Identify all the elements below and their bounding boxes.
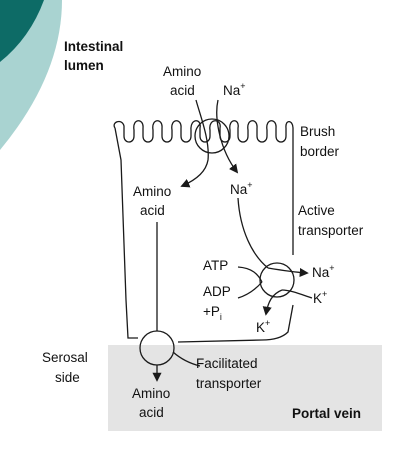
- label-amino-acid-cell: Amino acid: [133, 184, 171, 218]
- cell-membrane: [113, 120, 294, 343]
- amino-acid-entry-arrow: [180, 99, 209, 188]
- sodium-pump-out-arrow: [267, 267, 309, 278]
- potassium-in-line: [281, 289, 313, 299]
- label-sodium-cell: Na+: [230, 180, 253, 197]
- svg-text:ATP: ATP: [203, 258, 228, 273]
- label-facilitated-transporter: Facilitated transporter: [196, 356, 262, 391]
- svg-text:acid: acid: [140, 203, 165, 218]
- svg-text:Na+: Na+: [230, 180, 253, 197]
- svg-text:transporter: transporter: [196, 376, 262, 391]
- svg-text:K+: K+: [256, 318, 270, 335]
- svg-text:Amino: Amino: [132, 386, 170, 401]
- svg-text:Amino: Amino: [163, 64, 201, 79]
- label-active-transporter: Active transporter: [298, 203, 364, 238]
- svg-text:Portal vein: Portal vein: [292, 406, 361, 421]
- label-potassium-bottom: K+: [256, 318, 270, 335]
- svg-text:Active: Active: [298, 203, 335, 218]
- adp-line: [237, 281, 263, 299]
- sodium-entry-arrow: [216, 99, 239, 174]
- slide-corner-decoration: [0, 0, 62, 150]
- svg-text:K+: K+: [313, 289, 327, 306]
- facilitated-pointer-line: [172, 351, 201, 367]
- svg-text:Na+: Na+: [312, 263, 335, 280]
- label-serosal-side: Serosal side: [42, 350, 88, 385]
- svg-text:border: border: [300, 144, 340, 159]
- svg-text:side: side: [55, 370, 80, 385]
- svg-text:Intestinal: Intestinal: [64, 39, 123, 54]
- svg-text:+Pi: +Pi: [203, 304, 222, 322]
- label-intestinal-lumen: Intestinal lumen: [64, 39, 123, 73]
- svg-text:transporter: transporter: [298, 223, 364, 238]
- svg-text:acid: acid: [170, 83, 195, 98]
- svg-text:Brush: Brush: [300, 124, 335, 139]
- active-transporter: [259, 262, 295, 298]
- portal-vein-region: [108, 345, 382, 431]
- brush-border-transporter: [194, 118, 230, 154]
- potassium-in-arrow: [262, 289, 283, 316]
- sodium-to-pump-line: [237, 197, 269, 269]
- label-portal-vein: Portal vein: [292, 406, 361, 421]
- svg-text:ADP: ADP: [203, 284, 231, 299]
- svg-text:lumen: lumen: [64, 58, 104, 73]
- svg-text:Serosal: Serosal: [42, 350, 88, 365]
- label-atp: ATP: [203, 258, 228, 273]
- label-potassium-right: K+: [313, 289, 327, 306]
- svg-text:Na+: Na+: [223, 81, 246, 98]
- atp-line: [237, 266, 263, 283]
- svg-text:acid: acid: [139, 405, 164, 420]
- label-amino-acid-lumen: Amino acid: [163, 64, 201, 98]
- svg-text:Facilitated: Facilitated: [196, 356, 258, 371]
- label-sodium-lumen: Na+: [223, 81, 246, 98]
- label-adp-pi: ADP +Pi: [203, 284, 231, 322]
- label-brush-border: Brush border: [300, 124, 340, 159]
- label-amino-acid-blood: Amino acid: [132, 386, 170, 420]
- label-sodium-out: Na+: [312, 263, 335, 280]
- svg-text:Amino: Amino: [133, 184, 171, 199]
